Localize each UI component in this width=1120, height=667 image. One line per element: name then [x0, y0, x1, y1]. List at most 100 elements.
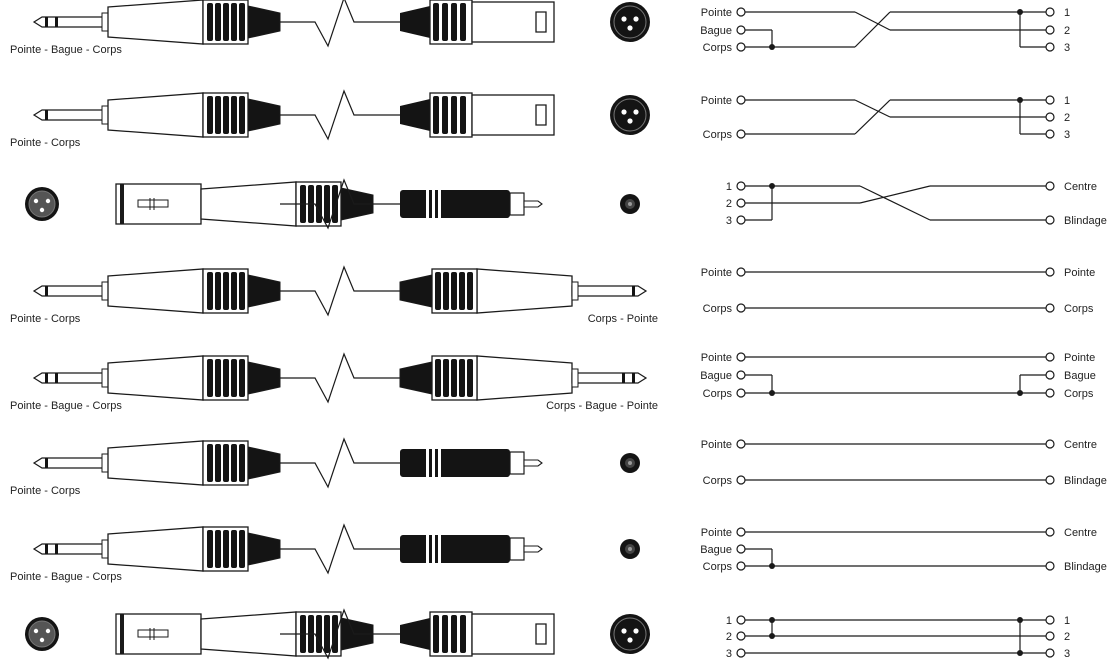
- ts-tip: [32, 105, 109, 125]
- right-pin: [1045, 370, 1055, 380]
- left-pin-label: Corps: [703, 475, 733, 487]
- right-pin: [1045, 42, 1055, 52]
- right-pin-label: 1: [1064, 615, 1070, 627]
- right-pin-label: 3: [1064, 42, 1070, 54]
- left-pin: [736, 7, 746, 17]
- left-pin: [736, 388, 746, 398]
- xlr-male-end-icon: [610, 95, 650, 135]
- cable-break: [280, 437, 400, 489]
- right-pin-label: Blindage: [1064, 475, 1107, 487]
- left-pin: [736, 95, 746, 105]
- xlr-female-plug: [115, 181, 374, 227]
- left-pin-label: Corps: [703, 129, 733, 141]
- right-pin-label: 1: [1064, 7, 1070, 19]
- left-pin-label: Corps: [703, 303, 733, 315]
- left-pin-label: Pointe: [701, 267, 732, 279]
- rca-end-icon: [620, 539, 640, 559]
- left-pin-label: 3: [726, 648, 732, 660]
- cable-break: [280, 265, 400, 317]
- right-pin: [1045, 215, 1055, 225]
- trs-tip: [32, 539, 109, 559]
- cable-row-3: [25, 178, 640, 230]
- right-pin: [1045, 267, 1055, 277]
- cable-row-5: [32, 352, 648, 404]
- strain-relief: [247, 446, 281, 480]
- junction-dot: [769, 183, 775, 189]
- cable-break: [280, 352, 400, 404]
- right-pin: [1045, 181, 1055, 191]
- left-pin: [736, 561, 746, 571]
- right-pin: [1045, 303, 1055, 313]
- left-pin: [736, 527, 746, 537]
- rca-plug: [400, 190, 543, 218]
- left-pin-label: Pointe: [701, 439, 732, 451]
- left-pin: [736, 631, 746, 641]
- left-connector-label: Pointe - Bague - Corps: [10, 400, 122, 412]
- right-pin: [1045, 631, 1055, 641]
- junction-dot: [1017, 97, 1023, 103]
- xlr-female-end-icon: [25, 617, 59, 651]
- left-pin-label: Pointe: [701, 352, 732, 364]
- right-pin: [1045, 648, 1055, 658]
- left-connector-label: Pointe - Bague - Corps: [10, 44, 122, 56]
- right-pin: [1045, 352, 1055, 362]
- left-pin-label: Corps: [703, 388, 733, 400]
- left-pin: [736, 439, 746, 449]
- junction-dot: [1017, 9, 1023, 15]
- right-pin-label: Centre: [1064, 527, 1097, 539]
- left-pin-label: Pointe: [701, 527, 732, 539]
- right-pin-label: 3: [1064, 129, 1070, 141]
- right-pin: [1045, 439, 1055, 449]
- plug-shell: [107, 355, 204, 401]
- cable-break: [280, 523, 400, 575]
- left-pin-label: Pointe: [701, 7, 732, 19]
- left-pin: [736, 303, 746, 313]
- right-pin: [1045, 561, 1055, 571]
- cable-row-6: [32, 437, 640, 489]
- right-connector-label: Corps - Bague - Pointe: [546, 400, 658, 412]
- strain-relief: [247, 532, 281, 566]
- ts-tip: [571, 281, 648, 301]
- right-pin-label: 2: [1064, 112, 1070, 124]
- left-pin: [736, 544, 746, 554]
- left-pin: [736, 267, 746, 277]
- xlr-female-plug: [115, 611, 374, 657]
- junction-dot: [1017, 650, 1023, 656]
- left-pin: [736, 42, 746, 52]
- left-pin-label: Pointe: [701, 95, 732, 107]
- xlr-female-end-icon: [25, 187, 59, 221]
- cable-row-4: [32, 265, 648, 317]
- right-pin: [1045, 7, 1055, 17]
- left-pin-label: 1: [726, 615, 732, 627]
- right-pin-label: Blindage: [1064, 561, 1107, 573]
- right-pin-label: Centre: [1064, 181, 1097, 193]
- right-pin: [1045, 112, 1055, 122]
- cable-break: [280, 89, 400, 141]
- right-pin-label: Pointe: [1064, 352, 1095, 364]
- rca-end-icon: [620, 453, 640, 473]
- junction-dot: [769, 617, 775, 623]
- cable-break: [280, 0, 400, 48]
- plug-shell: [107, 268, 204, 314]
- left-pin: [736, 615, 746, 625]
- left-pin-label: Bague: [700, 370, 732, 382]
- right-connector-label: Corps - Pointe: [587, 313, 658, 325]
- left-pin: [736, 181, 746, 191]
- right-pin-label: 3: [1064, 648, 1070, 660]
- xlr-male-end-icon: [610, 2, 650, 42]
- cable-row-1: [32, 0, 650, 48]
- junction-dot: [769, 44, 775, 50]
- right-pin-label: 1: [1064, 95, 1070, 107]
- strain-relief: [247, 274, 281, 308]
- left-pin: [736, 370, 746, 380]
- strain-relief: [247, 98, 281, 132]
- trs-tip: [32, 12, 109, 32]
- left-pin: [736, 198, 746, 208]
